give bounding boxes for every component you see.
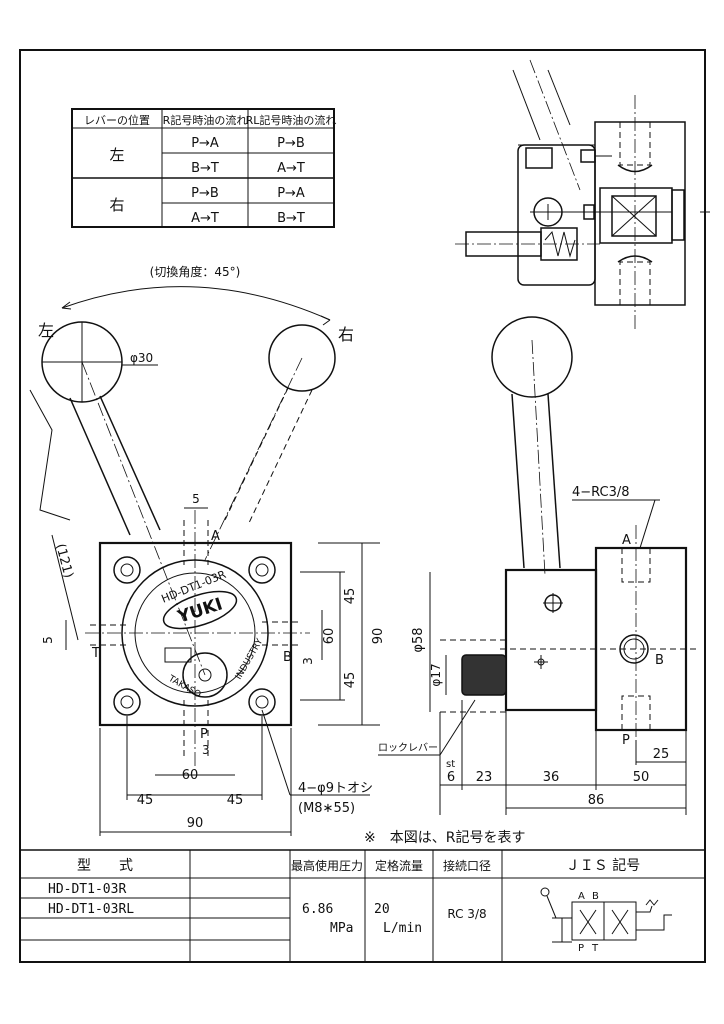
port-b-label: B [283,650,292,665]
dim-25: 25 [653,747,670,762]
drawing-note: ※ 本図は、R記号を表す [364,829,525,846]
model-row: HD-DT1-03RL [48,902,134,917]
flow-cell: P→B [277,136,305,151]
brand-badge [162,590,238,630]
drawing-frame [19,49,706,963]
port-value: RC 3/8 [447,907,486,921]
pressure-header: 最高使用圧力 [291,858,363,873]
dim-23: 23 [476,770,493,785]
left-position-label: 左 [38,321,54,340]
dim-3-bottom: 3 [202,743,210,757]
jis-port-b: B [592,891,599,902]
spec-table: 型 式 HD-DT1-03R HD-DT1-03RL 最高使用圧力 6.86 M… [20,849,705,962]
dim-90-horizontal: 90 [187,816,204,831]
model-row: HD-DT1-03R [48,882,126,897]
switch-angle-arc [61,286,331,321]
side-port-p: P [622,733,630,748]
side-port-b: B [655,653,664,668]
dia-58-label: φ58 [411,627,426,652]
dim-5-left: 5 [41,636,55,644]
flow-header-position: レバーの位置 [84,113,150,127]
maker-label: TAKASO [166,673,203,700]
flow-cell: P→B [191,186,219,201]
jis-symbol: A B P T [540,887,672,954]
dim-45-horizontal-right: 45 [227,793,244,808]
ball-dia-label: φ30 [130,351,153,365]
lock-lever-label: ロックレバー [378,742,438,754]
jis-header: ＪＩＳ 記号 [566,857,640,874]
side-port-a: A [622,533,631,548]
port-note: 4−RC3/8 [572,485,630,500]
jis-port-t: T [591,943,599,954]
valve-body-side [504,568,598,712]
port-header: 接続口径 [443,858,491,873]
dim-5-top: 5 [192,492,200,506]
port-p-label: P [200,727,208,742]
dim-60-vertical: 60 [322,628,337,645]
front-view: (切換角度：45°) 左 右 φ30 (121) YUKI [29,264,386,836]
pressure-unit: MPa [330,921,353,936]
flow-cell: P→A [277,186,305,201]
lever-ball-side [491,316,573,398]
dim-60-horizontal: 60 [182,768,199,783]
flow-value: 20 [374,902,390,917]
port-t-label: T [91,646,100,661]
dim-45-lower: 45 [343,672,358,689]
hole-note: 4−φ9トオシ [298,781,373,796]
dim-36: 36 [543,770,560,785]
flow-cell: B→T [277,211,305,226]
flow-pos-right: 右 [109,196,124,214]
flow-unit: L/min [383,921,422,936]
dim-45-horizontal-left: 45 [137,793,154,808]
flow-header-r: R記号時油の流れ [163,113,248,127]
dim-50: 50 [633,770,650,785]
lever-length-label: (121) [52,542,76,580]
lock-lever-knob [461,654,507,696]
dim-45-upper: 45 [343,588,358,605]
flow-table: レバーの位置 R記号時油の流れ RL記号時油の流れ 左 右 P→A P→B B→… [71,108,337,228]
side-view: A B P 4−RC3/8 φ58 φ17 ロックレバー st 6 23 36 … [378,316,700,815]
jis-port-p: P [578,943,584,954]
top-view [455,59,710,330]
flow-cell: A→T [191,211,219,226]
hole-note-bolt: (M8∗55) [298,801,355,816]
flow-cell: B→T [191,161,219,176]
flow-cell: P→A [191,136,219,151]
switch-angle-label: (切換角度：45°) [150,264,241,279]
valve-body-front [98,541,293,727]
flow-header-rl: RL記号時油の流れ [246,113,337,127]
port-a-label: A [211,529,220,544]
jis-port-a: A [578,891,585,902]
dia-17-label: φ17 [429,663,443,686]
flow-pos-left: 左 [109,146,124,164]
right-position-label: 右 [338,325,354,344]
model-header: 型 式 [77,858,133,874]
dim-90-vertical: 90 [371,628,386,645]
pressure-value: 6.86 [302,902,333,917]
dim-6: 6 [447,770,455,785]
dim-86: 86 [588,793,605,808]
industry-label: INDUSTRY [234,637,266,682]
stroke-label: st [446,759,455,770]
brand-label: YUKI [175,594,226,627]
flow-cell: A→T [277,161,305,176]
lever-ball-right [268,324,336,392]
flow-header: 定格流量 [375,858,423,873]
dim-3-right: 3 [301,657,315,665]
